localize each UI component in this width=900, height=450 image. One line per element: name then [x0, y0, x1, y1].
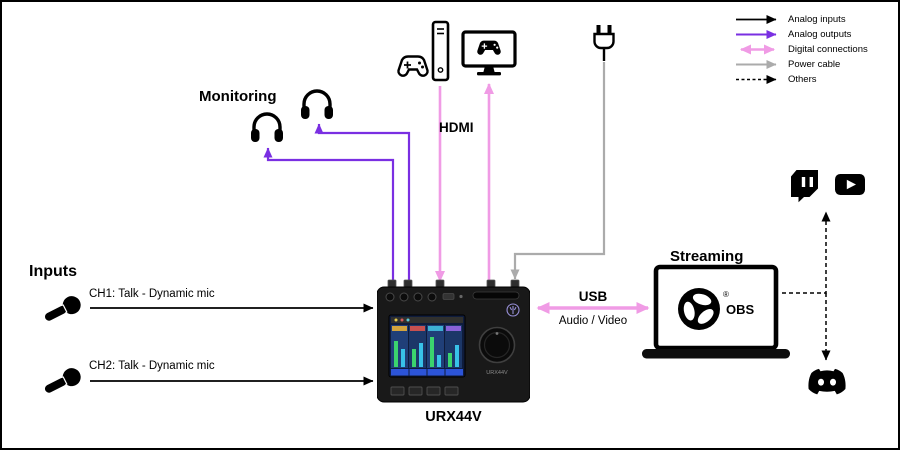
monitor-out-1-arrow	[263, 147, 395, 287]
inputs-title: Inputs	[29, 263, 77, 280]
microphone-icon	[44, 368, 81, 393]
device-main-knob	[478, 326, 516, 364]
digital-connections-arrow-icon	[740, 44, 775, 55]
registered-mark: ®	[723, 290, 729, 299]
legend-label: Analog outputs	[788, 29, 852, 40]
device-switch	[442, 293, 455, 300]
power-cable-line	[510, 62, 606, 280]
legend-label: Digital connections	[788, 44, 868, 55]
laptop-base	[642, 349, 790, 359]
monitoring-title: Monitoring	[199, 88, 277, 105]
legend-label: Others	[788, 74, 817, 85]
device-touchscreen	[388, 314, 466, 378]
legend-item-analog-inputs: Analog inputs	[734, 14, 868, 25]
device-vent-slot	[472, 291, 520, 300]
analog-outputs-arrow-icon	[736, 30, 777, 39]
youtube-icon	[835, 174, 865, 195]
gaming-monitor-icon	[461, 30, 517, 76]
analog-inputs-arrow-icon	[736, 15, 777, 24]
device-led	[459, 294, 463, 299]
streaming-laptop-icon	[642, 264, 790, 359]
device-panel-label: URX44V	[486, 370, 508, 376]
usb-label: USB	[578, 289, 608, 304]
obs-label: OBS	[726, 302, 755, 317]
obs-logo	[678, 288, 720, 330]
legend-item-others: Others	[734, 74, 868, 85]
headphones-icon	[301, 89, 333, 119]
legend-item-power-cable: Power cable	[734, 59, 868, 70]
streaming-title: Streaming	[670, 248, 744, 265]
twitch-icon	[791, 170, 818, 203]
device-model-label: URX44V	[425, 409, 482, 425]
game-console-icon	[397, 20, 450, 82]
power-plug-icon	[593, 25, 615, 61]
urx44v-device: URX44V	[377, 279, 530, 403]
legend-item-digital-connections: Digital connections	[734, 44, 868, 55]
monitor-out-2-arrow	[314, 123, 411, 287]
discord-icon	[808, 368, 846, 395]
usb-sublabel: Audio / Video	[558, 315, 628, 327]
legend-item-analog-outputs: Analog outputs	[734, 29, 868, 40]
yamaha-logo	[506, 303, 520, 317]
legend-label: Analog inputs	[788, 14, 846, 25]
legend-label: Power cable	[788, 59, 841, 70]
others-arrow-icon	[736, 75, 777, 84]
device-gain-knobs	[385, 292, 437, 302]
ch1-label: CH1: Talk - Dynamic mic	[89, 288, 215, 300]
device-bottom-ports	[390, 386, 459, 396]
device-top-connectors	[387, 279, 520, 288]
ch2-label: CH2: Talk - Dynamic mic	[89, 360, 215, 372]
legend: Analog inputs Analog outputs Digital con…	[734, 14, 868, 89]
hdmi-label: HDMI	[439, 120, 474, 135]
headphones-icon	[251, 112, 283, 142]
microphone-icon	[44, 296, 81, 321]
power-cable-arrow-icon	[736, 60, 777, 69]
